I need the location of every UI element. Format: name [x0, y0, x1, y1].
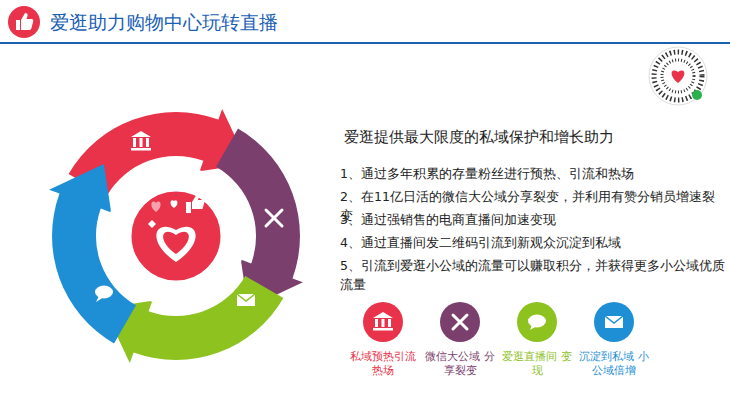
- qr-code: [649, 47, 707, 105]
- stage-circle: [594, 302, 634, 342]
- stage-label: 私域预热引流 热场: [347, 350, 419, 378]
- cycle-graphic: [49, 109, 303, 363]
- page-title: 爱逛助力购物中心玩转直播: [50, 9, 278, 35]
- thumb-badge: [8, 6, 40, 38]
- list-item: 4、通过直播间发二维码引流到新观众沉淀到私域: [340, 233, 725, 252]
- stage-node: 爱逛直播间 变现: [497, 302, 577, 378]
- stage-icon: [363, 302, 403, 342]
- stage-node: 微信大公域 分享裂变: [420, 302, 500, 378]
- thumb-icon: [16, 13, 33, 30]
- stage-circle: [440, 302, 480, 342]
- stage-circle: [363, 302, 403, 342]
- header-rule: [0, 42, 730, 44]
- stage-icon: [440, 302, 480, 342]
- stage-node: 私域预热引流 热场: [343, 302, 423, 378]
- stage-label: 沉淀到私域 小公域倍增: [578, 350, 650, 378]
- stage-icon: [517, 302, 557, 342]
- list-item: 5、引流到爱逛小公域的流量可以赚取积分，并获得更多小公域优质流量: [340, 256, 725, 294]
- stage-circle: [517, 302, 557, 342]
- stage-label: 微信大公域 分享裂变: [424, 350, 496, 378]
- section-heading: 爱逛提供最大限度的私域保护和增长助力: [344, 128, 614, 147]
- stage-node: 沉淀到私域 小公域倍增: [574, 302, 654, 378]
- stage-icon: [594, 302, 634, 342]
- list-item: 3、通过强销售的电商直播间加速变现: [340, 210, 725, 229]
- stage-label: 爱逛直播间 变现: [501, 350, 573, 378]
- list-item: 1、通过多年积累的存量粉丝进行预热、引流和热场: [340, 164, 725, 183]
